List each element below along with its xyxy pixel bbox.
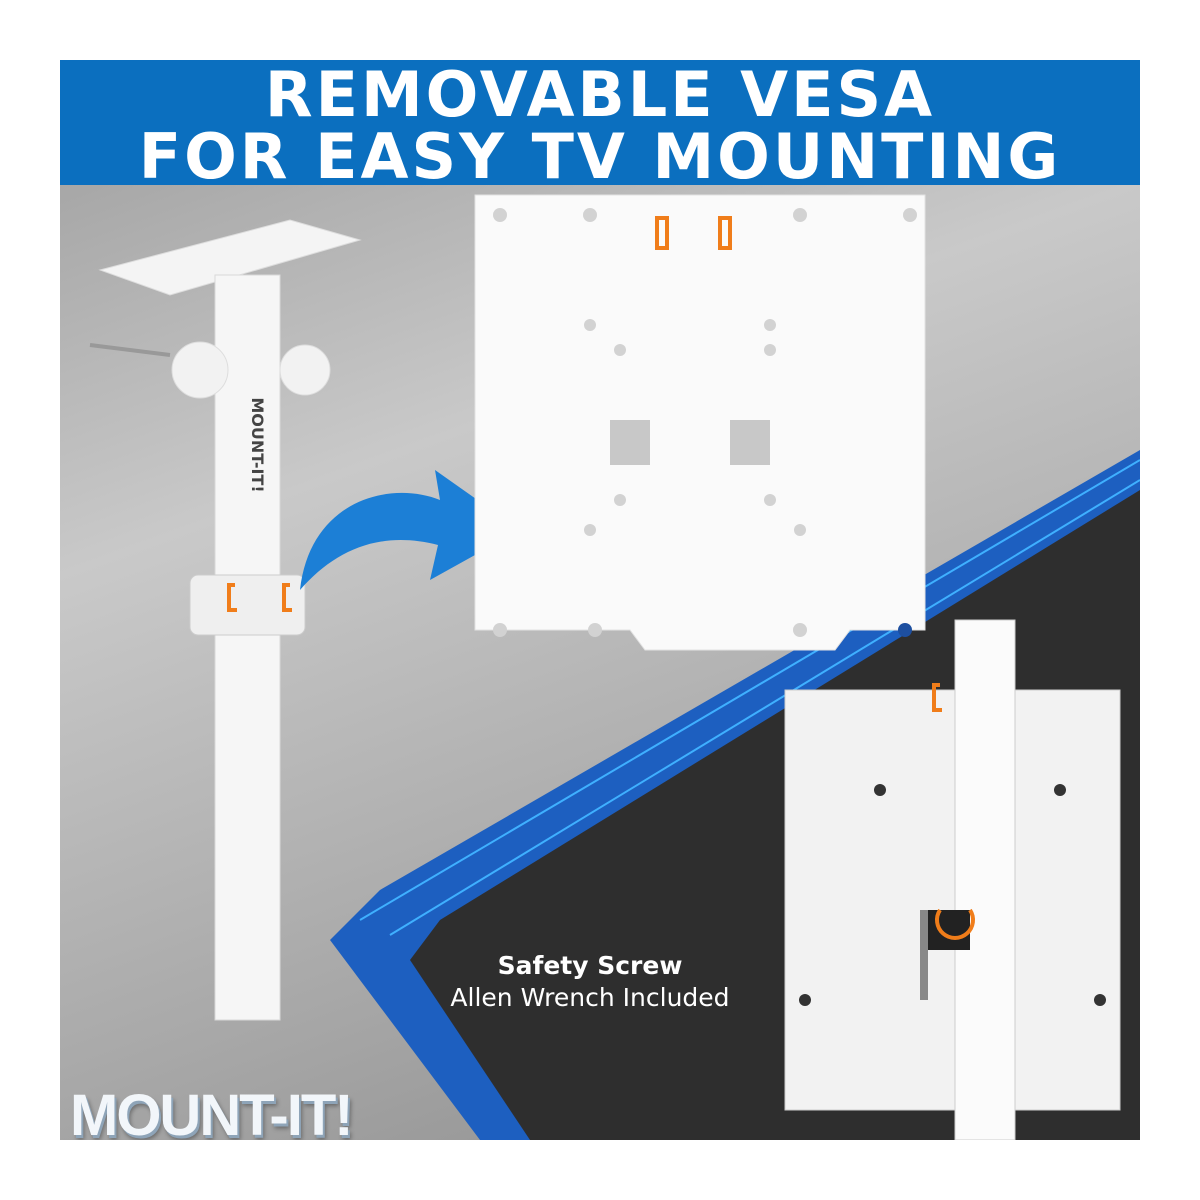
- safety-screw-caption: Safety Screw Allen Wrench Included: [440, 950, 740, 1014]
- headline-line-1: REMOVABLE VESA: [264, 60, 936, 131]
- brand-logo: MOUNT-IT!: [70, 1083, 354, 1140]
- rotation-arrow-icon: [935, 908, 975, 940]
- vesa-plate: [474, 194, 926, 651]
- blue-arrow-icon: [300, 470, 520, 590]
- pole-label: MOUNT-IT!: [248, 397, 267, 492]
- product-illustration: MOUNT-IT!: [89, 194, 1140, 1140]
- ceiling-mount-pole: MOUNT-IT!: [89, 219, 362, 1021]
- headline-line-2: FOR EASY TV MOUNTING: [138, 120, 1062, 193]
- allen-wrench-icon: [920, 910, 928, 1000]
- caption-title: Safety Screw: [497, 951, 683, 980]
- caption-subtitle: Allen Wrench Included: [450, 983, 730, 1012]
- band-highlight-line: [359, 459, 1140, 921]
- headline-banner: REMOVABLE VESA FOR EASY TV MOUNTING: [60, 60, 1140, 193]
- product-image: MOUNT-IT! REMOVABL: [60, 60, 1140, 1140]
- installed-plate: [784, 619, 1121, 1140]
- band-highlight-line: [389, 479, 1140, 936]
